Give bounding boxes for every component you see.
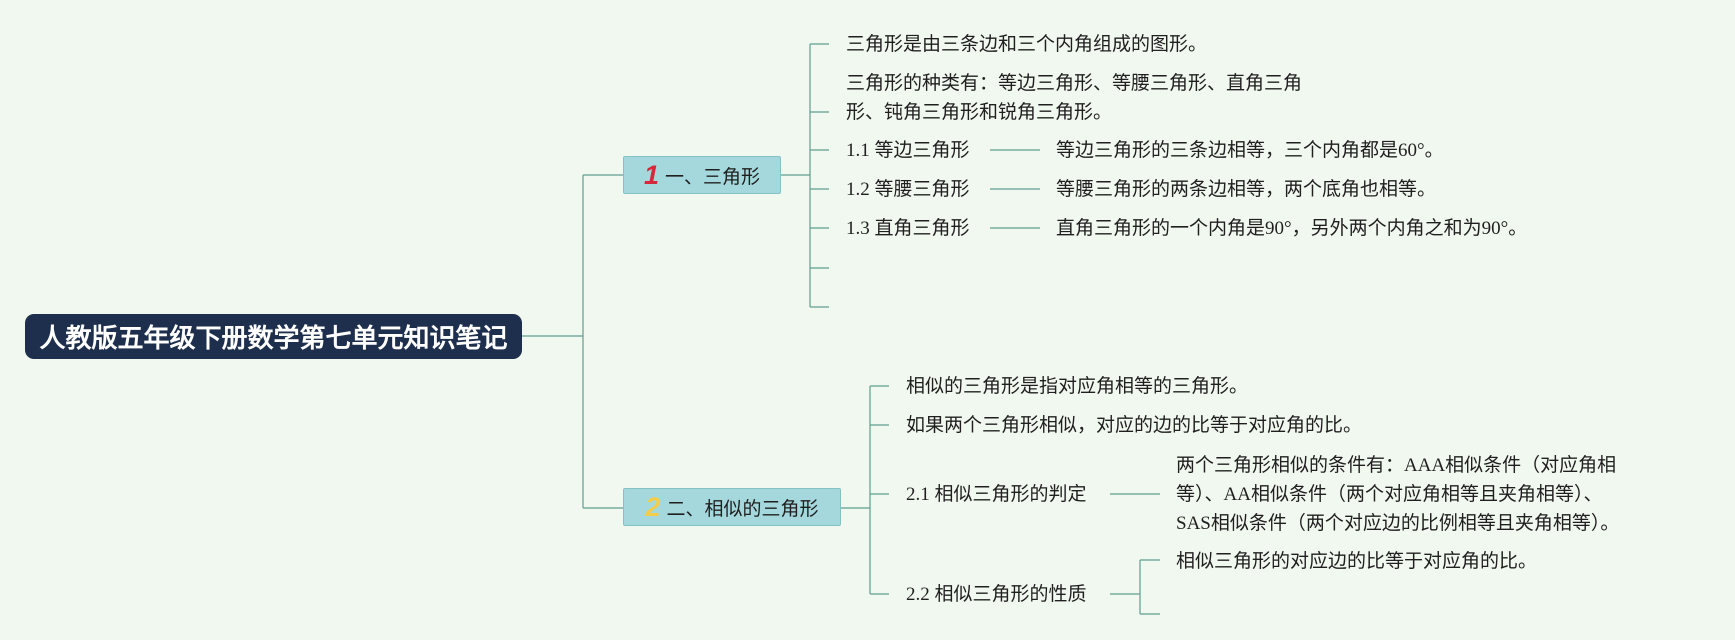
topic-similar-definition[interactable]: 相似的三角形是指对应角相等的三角形。 [906,376,1249,397]
detail-similar-criteria-line-2[interactable]: 等）、AA相似条件（两个对应角相等且夹角相等）、 [1176,484,1603,505]
topic-right-triangle[interactable]: 1.3 直角三角形 [846,218,970,239]
topic-similar-ratio[interactable]: 如果两个三角形相似，对应的边的比等于对应角的比。 [906,415,1363,436]
number-badge: 2 [645,491,661,522]
root-node[interactable]: 人教版五年级下册数学第七单元知识笔记 [25,314,522,359]
topic-triangle-types-line-2[interactable]: 形、钝角三角形和锐角三角形。 [846,102,1113,123]
detail-similar-properties[interactable]: 相似三角形的对应边的比等于对应角的比。 [1176,551,1538,572]
topic-triangle-types-line-1[interactable]: 三角形的种类有：等边三角形、等腰三角形、直角三角 [846,73,1303,94]
topic-similar-properties[interactable]: 2.2 相似三角形的性质 [906,584,1087,605]
detail-isosceles[interactable]: 等腰三角形的两条边相等，两个底角也相等。 [1056,179,1437,200]
detail-similar-criteria-line-3[interactable]: SAS相似条件（两个对应边的比例相等且夹角相等）。 [1176,513,1620,534]
branch-label: 一、三角形 [665,166,761,188]
number-badge: 1 [643,159,659,190]
root-title: 人教版五年级下册数学第七单元知识笔记 [39,323,508,353]
topic-triangle-definition[interactable]: 三角形是由三条边和三个内角组成的图形。 [846,34,1208,55]
topic-isosceles[interactable]: 1.2 等腰三角形 [846,179,970,200]
branch-triangle[interactable]: 1 一、三角形 [623,156,781,194]
topic-similar-criteria[interactable]: 2.1 相似三角形的判定 [906,484,1087,505]
detail-right-triangle[interactable]: 直角三角形的一个内角是90°，另外两个内角之和为90°。 [1056,218,1528,239]
topic-equilateral[interactable]: 1.1 等边三角形 [846,140,970,161]
detail-similar-criteria-line-1[interactable]: 两个三角形相似的条件有：AAA相似条件（对应角相 [1176,455,1617,476]
branch-similar-triangles[interactable]: 2 二、相似的三角形 [623,488,841,526]
branch-label: 二、相似的三角形 [666,498,819,520]
detail-equilateral[interactable]: 等边三角形的三条边相等，三个内角都是60°。 [1056,140,1444,161]
